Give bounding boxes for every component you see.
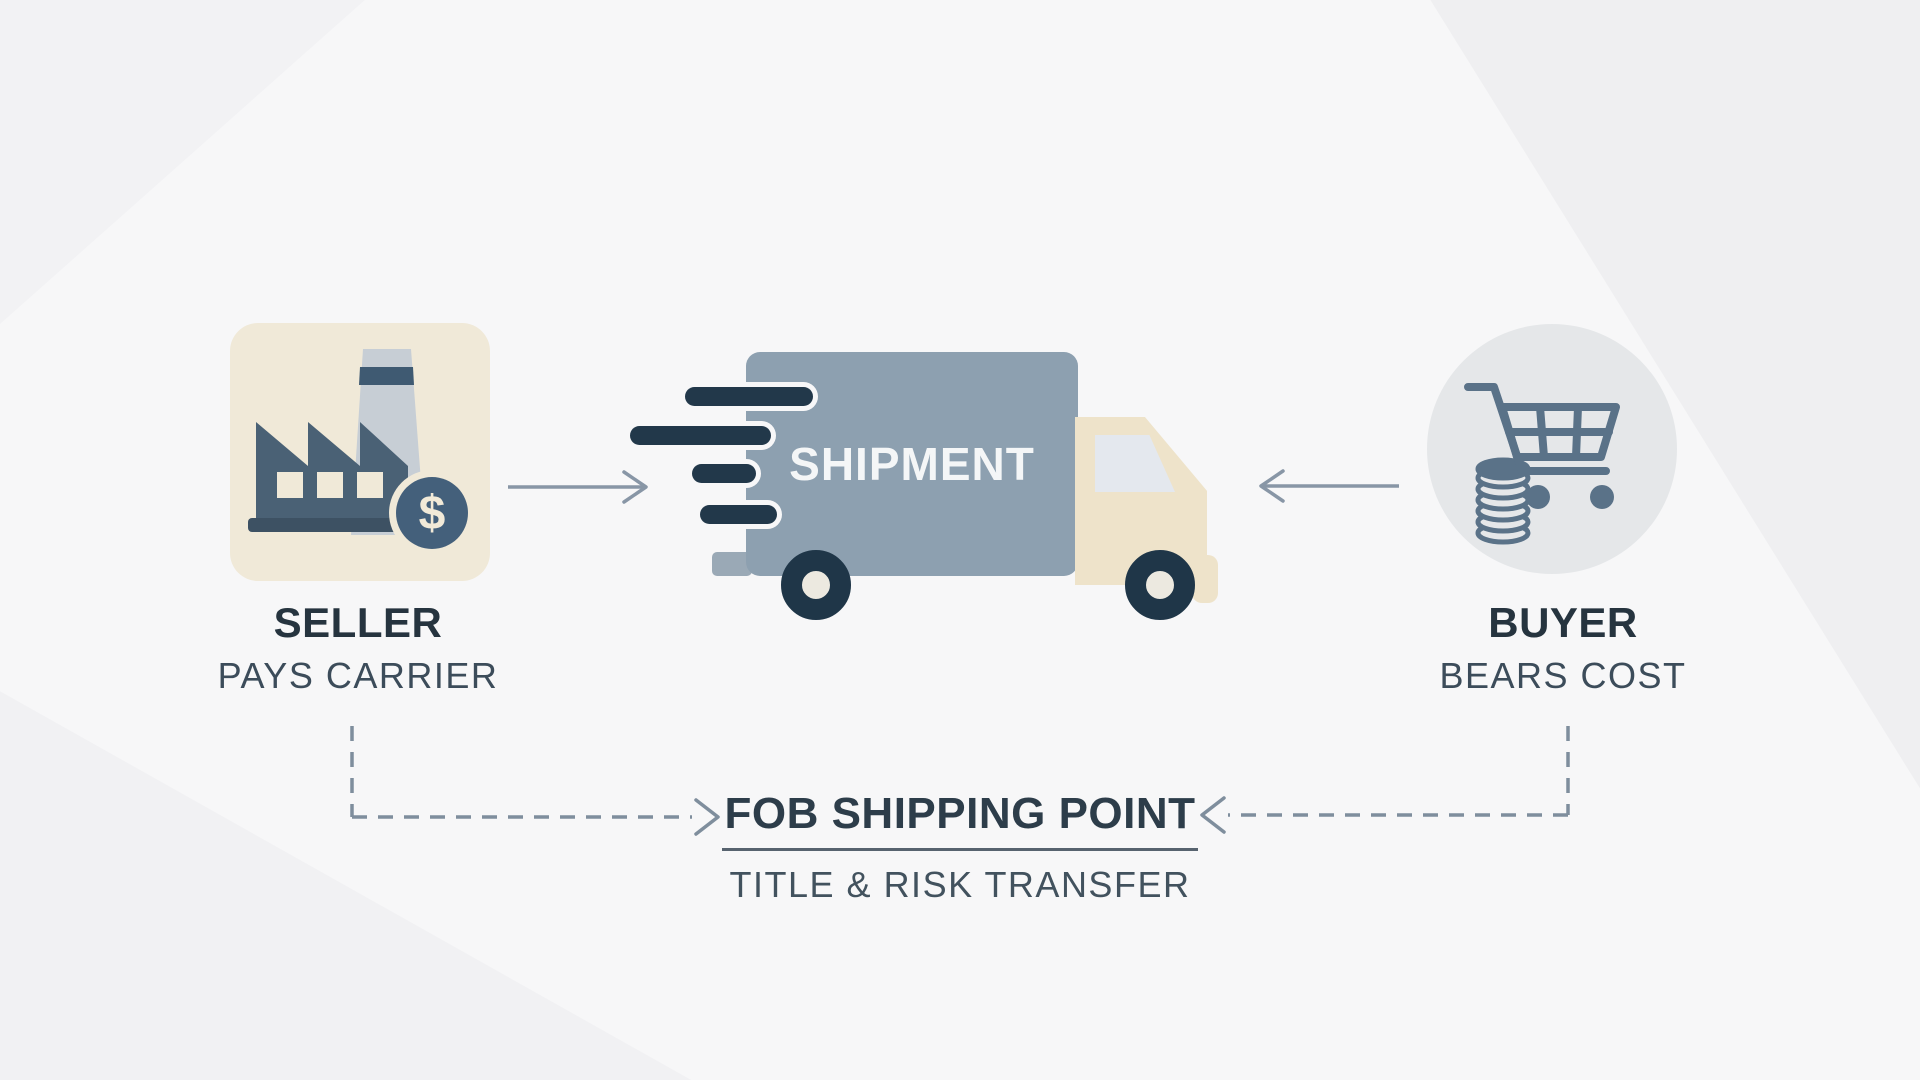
cart-wheel	[1526, 485, 1550, 509]
buyer-circle	[1427, 324, 1677, 574]
buyer-title: BUYER	[1488, 599, 1638, 646]
dollar-symbol: $	[419, 487, 446, 540]
seller-title: SELLER	[273, 599, 443, 646]
factory-base	[248, 518, 410, 532]
factory-window	[277, 472, 303, 498]
factory-window	[317, 472, 343, 498]
truck-bumper	[1192, 555, 1218, 603]
cart-wheel	[1590, 485, 1614, 509]
dashed-arrowhead-left	[1200, 796, 1226, 834]
truck-cab	[1075, 417, 1207, 585]
shopping-cart-coins-icon	[1464, 383, 1620, 545]
truck-window	[1095, 435, 1175, 492]
dollar-badge	[396, 477, 468, 549]
truck-wheel-rear	[1125, 550, 1195, 620]
speed-line	[685, 387, 813, 406]
factory-icon: $	[248, 349, 475, 556]
dashed-connector-seller	[350, 726, 720, 836]
dashed-arrowhead-right	[694, 798, 720, 836]
seller-label: SELLER PAYS CARRIER	[178, 602, 538, 694]
speed-line	[692, 464, 756, 483]
truck-step	[712, 552, 752, 576]
buyer-label: BUYER BEARS COST	[1380, 602, 1746, 694]
transfer-point-label: FOB SHIPPING POINT TITLE & RISK TRANSFER	[660, 792, 1260, 903]
fob-subtitle: TITLE & RISK TRANSFER	[729, 864, 1191, 905]
speed-line	[700, 505, 777, 524]
seller-card: $	[230, 323, 490, 581]
factory-chimney-band	[359, 367, 414, 385]
fob-title: FOB SHIPPING POINT	[722, 792, 1198, 851]
arrow-left-icon	[1259, 469, 1399, 503]
speed-line	[630, 426, 771, 445]
truck-wheel-front	[781, 550, 851, 620]
seller-subtitle: PAYS CARRIER	[217, 655, 499, 696]
factory-window	[357, 472, 383, 498]
arrow-right-icon	[508, 470, 648, 504]
cart-icon	[1464, 383, 1620, 475]
shipment-label: SHIPMENT	[789, 438, 1035, 490]
dashed-connector-buyer	[1200, 726, 1570, 834]
buyer-subtitle: BEARS COST	[1439, 655, 1687, 696]
